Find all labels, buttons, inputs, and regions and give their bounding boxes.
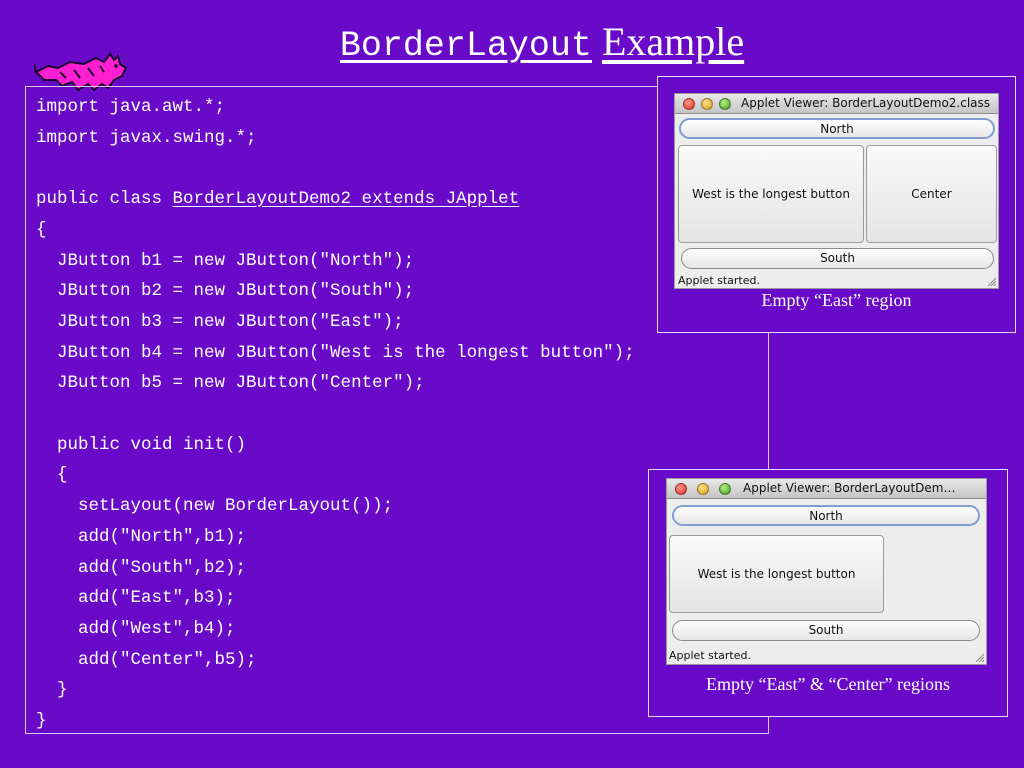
- code-line: import java.awt.*;: [36, 97, 226, 117]
- west-button[interactable]: West is the longest button: [669, 535, 884, 613]
- applet-window-1: Applet Viewer: BorderLayoutDemo2.class N…: [674, 93, 999, 289]
- slide-title: BorderLayout Example: [0, 16, 1024, 72]
- window-title: Applet Viewer: BorderLayoutDem…: [743, 481, 956, 495]
- south-button[interactable]: South: [672, 620, 980, 641]
- minimize-icon[interactable]: [697, 483, 709, 495]
- resize-grip-icon[interactable]: [974, 652, 984, 662]
- class-declaration-link[interactable]: BorderLayoutDemo2 extends JApplet: [172, 189, 520, 210]
- applet-status: Applet started.: [669, 649, 751, 662]
- code-line: import javax.swing.*;: [36, 127, 257, 148]
- code-line: add("North",b1);: [36, 526, 247, 547]
- pink-cat-logo-icon: [34, 52, 128, 92]
- code-line: JButton b3 = new JButton("East");: [36, 311, 404, 332]
- screenshot-caption-2: Empty “East” & “Center” regions: [706, 674, 950, 694]
- close-icon[interactable]: [675, 483, 687, 495]
- code-line: add("South",b2);: [36, 557, 247, 578]
- south-button[interactable]: South: [681, 248, 994, 269]
- code-listing: import java.awt.*; import javax.swing.*;…: [36, 92, 648, 737]
- applet-window-2: Applet Viewer: BorderLayoutDem… North We…: [666, 478, 987, 665]
- code-line: JButton b5 = new JButton("Center");: [36, 373, 425, 394]
- window-titlebar[interactable]: Applet Viewer: BorderLayoutDem…: [667, 479, 986, 499]
- title-text-part: Example: [601, 19, 745, 64]
- applet-status: Applet started.: [678, 274, 760, 287]
- resize-grip-icon[interactable]: [986, 276, 996, 286]
- code-line: JButton b4 = new JButton("West is the lo…: [36, 342, 635, 363]
- code-line: add("East",b3);: [36, 588, 236, 609]
- zoom-icon[interactable]: [719, 98, 731, 110]
- code-line: }: [36, 680, 68, 701]
- code-line: add("West",b4);: [36, 618, 236, 639]
- close-icon[interactable]: [683, 98, 695, 110]
- code-line: public void init(): [36, 434, 247, 455]
- window-title: Applet Viewer: BorderLayoutDemo2.class: [741, 96, 991, 110]
- screenshot-caption-1: Empty “East” region: [761, 290, 912, 310]
- center-button[interactable]: Center: [866, 145, 997, 243]
- minimize-icon[interactable]: [701, 98, 713, 110]
- zoom-icon[interactable]: [719, 483, 731, 495]
- north-button[interactable]: North: [672, 505, 980, 526]
- code-line: JButton b1 = new JButton("North");: [36, 250, 415, 271]
- west-button[interactable]: West is the longest button: [678, 145, 864, 243]
- code-line: }: [36, 711, 47, 732]
- title-code-part: BorderLayout: [339, 26, 592, 66]
- code-line: {: [36, 219, 47, 240]
- code-line: add("Center",b5);: [36, 649, 257, 670]
- code-box: [25, 86, 769, 734]
- code-line: {: [36, 465, 68, 486]
- north-button[interactable]: North: [679, 118, 995, 139]
- code-line: JButton b2 = new JButton("South");: [36, 281, 415, 302]
- code-line-prefix: public class: [36, 189, 173, 210]
- code-line: setLayout(new BorderLayout());: [36, 496, 394, 517]
- window-titlebar[interactable]: Applet Viewer: BorderLayoutDemo2.class: [675, 94, 998, 114]
